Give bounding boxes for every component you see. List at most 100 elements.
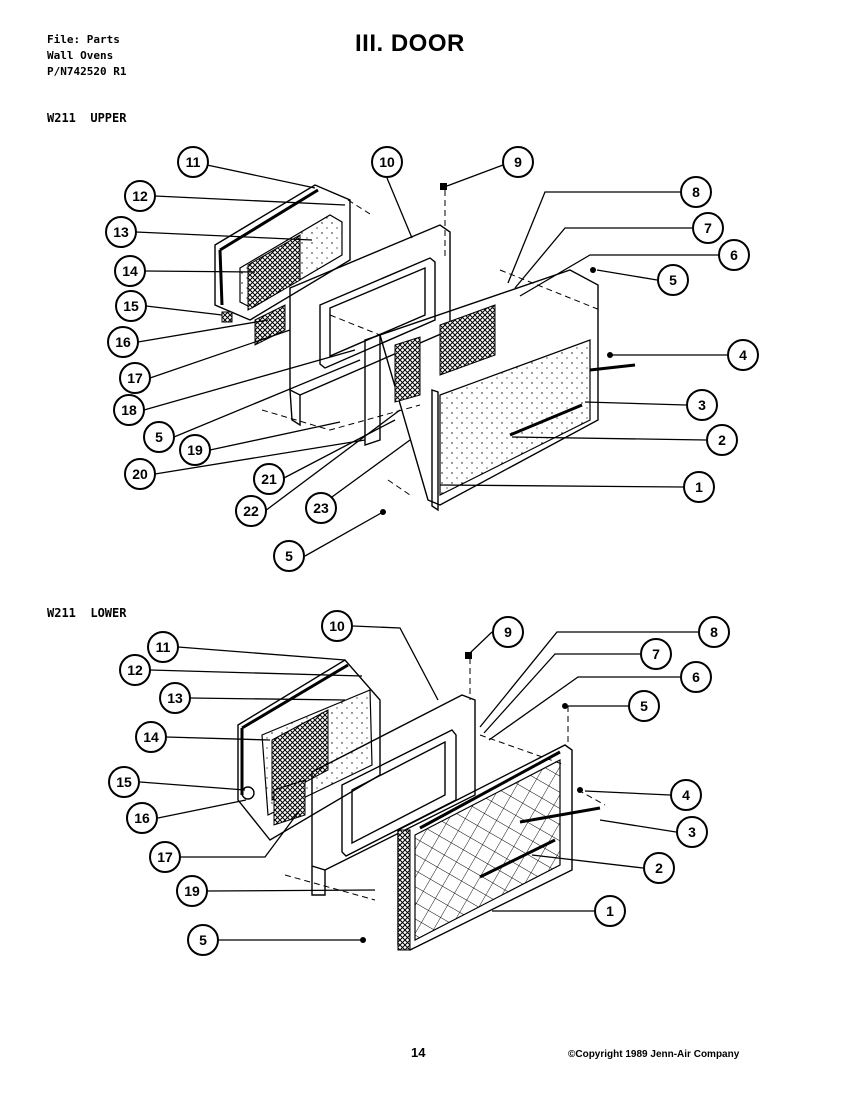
lower-insulation-panel: [271, 709, 329, 801]
upper-callout-1-text: 1: [695, 479, 703, 495]
upper-callout-6: 6: [718, 239, 750, 271]
header-line-file: File: Parts: [47, 33, 120, 46]
lower-callout-11: 11: [147, 631, 179, 663]
lower-callout-15: 15: [108, 766, 140, 798]
upper-callout-19-text: 19: [187, 442, 203, 458]
lower-clip-part-15: [241, 786, 255, 800]
lower-callout-17: 17: [149, 841, 181, 873]
lower-callout-5: 5: [628, 690, 660, 722]
lower-callout-5-text: 5: [640, 698, 648, 714]
lower-callout-12-text: 12: [127, 662, 143, 678]
lower-callout-17-text: 17: [157, 849, 173, 865]
upper-callout-13: 13: [105, 216, 137, 248]
upper-callout-15-text: 15: [123, 298, 139, 314]
upper-callout-8: 8: [680, 176, 712, 208]
header-line-part-number: P/N742520 R1: [47, 65, 127, 78]
lower-liner-inner-window: [351, 740, 446, 845]
upper-liner-inner-window: [329, 266, 426, 358]
upper-callout-7-text: 7: [704, 220, 712, 236]
upper-callout-3: 3: [686, 389, 718, 421]
upper-callout-11-text: 11: [186, 154, 201, 170]
upper-callout-19: 19: [179, 434, 211, 466]
upper-callout-21: 21: [253, 463, 285, 495]
upper-callout-5-left: 5: [143, 421, 175, 453]
upper-callout-22: 22: [235, 495, 267, 527]
lower-callout-9: 9: [492, 616, 524, 648]
lower-left-rail: [311, 866, 326, 896]
lower-door-handle: [479, 838, 556, 879]
lower-guide-dash-3: [479, 734, 566, 766]
upper-callout-4: 4: [727, 339, 759, 371]
upper-callout-23: 23: [305, 492, 337, 524]
upper-guide-dash-6: [387, 479, 411, 496]
upper-callout-12: 12: [124, 180, 156, 212]
lower-callout-7-text: 7: [652, 646, 660, 662]
upper-callout-23-text: 23: [313, 500, 329, 516]
upper-trim-strip: [589, 363, 636, 372]
upper-callout-11: 11: [177, 146, 209, 178]
lower-leader-lines: [139, 625, 698, 941]
header-line-category: Wall Ovens: [47, 49, 114, 62]
upper-guide-dash-2: [329, 314, 381, 336]
lower-callout-13-text: 13: [167, 690, 183, 706]
lower-callout-5-bottom: 5: [187, 924, 219, 956]
upper-front-edge: [431, 389, 439, 512]
upper-screw-part-9: [440, 183, 447, 190]
upper-leader-lines: [135, 164, 727, 557]
lower-screw-part-4: [577, 787, 583, 793]
upper-door-handle: [509, 403, 583, 437]
lower-callout-3: 3: [676, 816, 708, 848]
upper-callouts: 1 2 3 4 5 6 7 8 9 10 11 12 13 14 15 16 1…: [105, 146, 759, 572]
upper-callout-18: 18: [113, 394, 145, 426]
upper-guide-dash-3: [347, 199, 371, 215]
upper-inner-frame: [214, 184, 351, 321]
upper-callout-5-left-text: 5: [155, 429, 163, 445]
lower-callout-3-text: 3: [688, 824, 696, 840]
upper-callout-14-text: 14: [122, 263, 138, 279]
upper-vent-panel: [394, 336, 421, 403]
upper-callout-9: 9: [502, 146, 534, 178]
upper-liner-window: [319, 257, 436, 369]
lower-callout-6-text: 6: [692, 669, 700, 685]
upper-callout-15: 15: [115, 290, 147, 322]
upper-callout-4-text: 4: [739, 347, 747, 363]
lower-callout-9-text: 9: [504, 624, 512, 640]
upper-rear-vent: [439, 304, 496, 376]
lower-callout-19: 19: [176, 875, 208, 907]
upper-side-channel: [364, 334, 381, 446]
lower-door-glass: [414, 759, 561, 941]
page-number: 14: [411, 1045, 426, 1060]
upper-callout-10: 10: [371, 146, 403, 178]
upper-section-label: W211 UPPER: [47, 111, 127, 125]
upper-callout-20: 20: [124, 458, 156, 490]
file-header: File: Parts Wall Ovens P/N742520 R1: [47, 32, 126, 80]
lower-callout-12: 12: [119, 654, 151, 686]
lower-callout-1: 1: [594, 895, 626, 927]
upper-callout-7: 7: [692, 212, 724, 244]
upper-callout-17-text: 17: [127, 370, 143, 386]
upper-callout-13-text: 13: [113, 224, 129, 240]
upper-callout-22-text: 22: [243, 503, 259, 519]
lower-screw-part-5a: [562, 703, 568, 709]
lower-callout-14: 14: [135, 721, 167, 753]
upper-frame-gasket: [218, 188, 319, 306]
lower-trim-strip: [519, 806, 601, 824]
lower-callout-8-text: 8: [710, 624, 718, 640]
upper-callout-9-text: 9: [514, 154, 522, 170]
upper-guide-dash-5: [499, 269, 601, 311]
upper-callout-18-text: 18: [121, 402, 137, 418]
upper-callout-1: 1: [683, 471, 715, 503]
copyright-notice: ©Copyright 1989 Jenn-Air Company: [568, 1049, 740, 1060]
upper-callout-5-bottom-text: 5: [285, 548, 293, 564]
upper-bracket-part-17: [254, 304, 286, 346]
upper-callout-2: 2: [706, 424, 738, 456]
lower-callout-15-text: 15: [116, 774, 132, 790]
lower-guide-dash-1: [284, 874, 376, 901]
upper-callout-17: 17: [119, 362, 151, 394]
upper-callout-14: 14: [114, 255, 146, 287]
lower-guide-dash-5: [577, 789, 606, 806]
upper-screw-part-5b: [380, 509, 386, 515]
upper-clip-part-15: [221, 311, 233, 323]
page-title: III. DOOR: [355, 30, 465, 57]
